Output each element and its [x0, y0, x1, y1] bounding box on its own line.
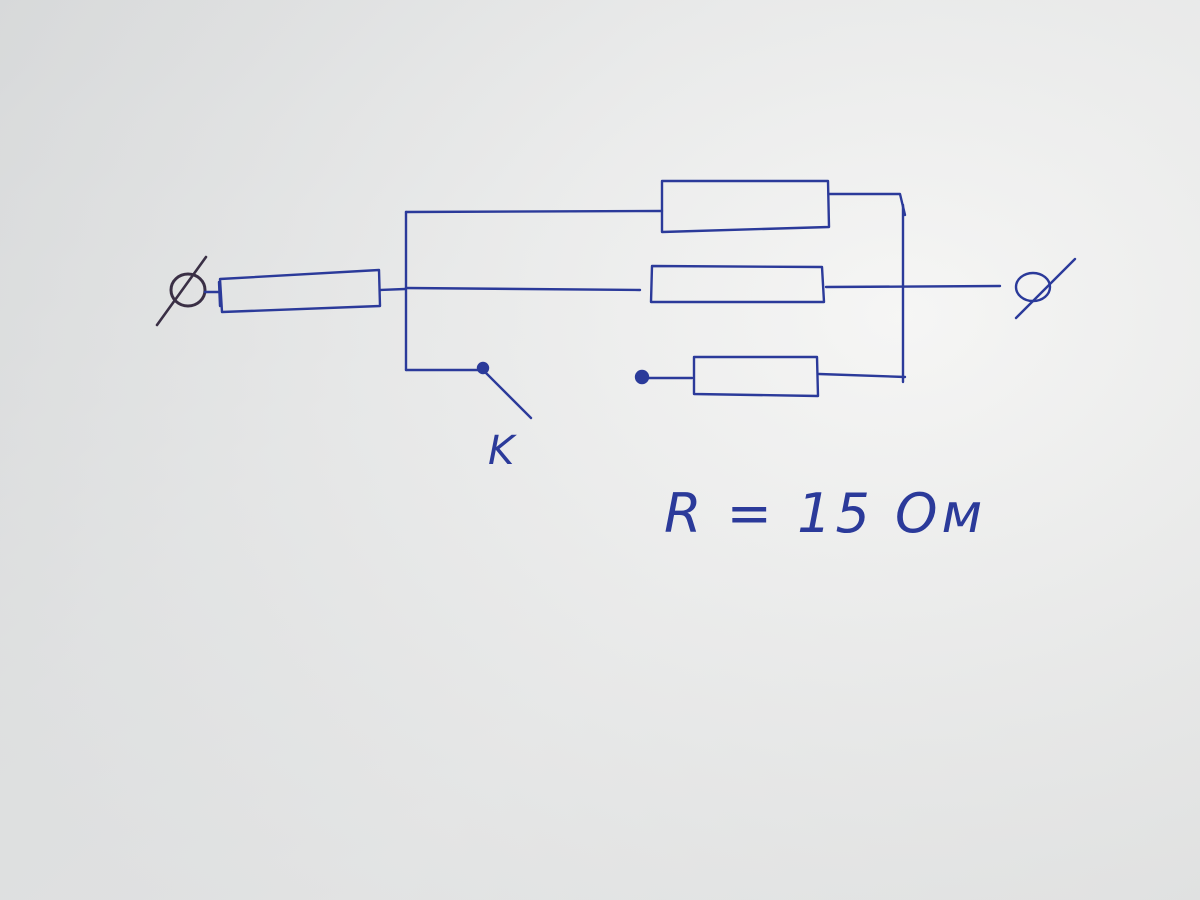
resistor-middle: [649, 264, 826, 304]
terminal-left: [155, 255, 222, 327]
terminal-right: [1014, 257, 1077, 320]
wire-bottom-to-bus: [817, 372, 907, 379]
resistor-bottom: [692, 355, 820, 398]
switch-label: K: [488, 428, 517, 474]
wire-series-to-node: [378, 287, 407, 292]
resistance-note: R = 15 Ом: [664, 482, 986, 545]
resistor-series: [217, 268, 382, 314]
wire-top-branch: [404, 209, 664, 214]
resistor-top: [660, 179, 831, 234]
wire-middle-to-terminal: [824, 284, 1002, 289]
wire-middle-branch: [404, 286, 642, 292]
